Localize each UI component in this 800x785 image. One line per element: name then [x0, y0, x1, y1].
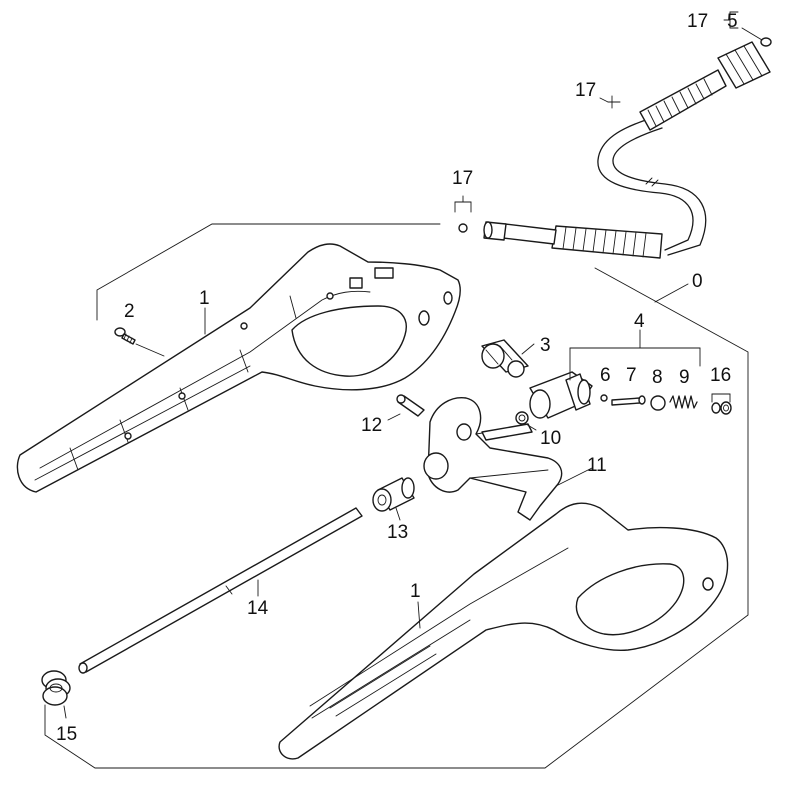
- screw: [114, 327, 136, 345]
- spring: [41, 670, 71, 706]
- o-ring: [515, 411, 529, 425]
- assembly-boundary: [44, 223, 749, 769]
- callout-1-lower: 1: [410, 581, 421, 602]
- callout-labels: 17 5 17 17 0 1 2 3 4 6 7 8 9 16 12 10 11…: [56, 11, 738, 745]
- callout-8: 8: [652, 367, 663, 388]
- callout-16: 16: [710, 365, 731, 386]
- callout-1-upper: 1: [199, 288, 210, 309]
- callout-9: 9: [679, 367, 690, 388]
- hose-assembly: [458, 37, 772, 259]
- callout-14: 14: [247, 598, 269, 619]
- callout-15: 15: [56, 724, 77, 745]
- trigger: [423, 397, 563, 521]
- callout-4: 4: [634, 311, 645, 332]
- callout-12: 12: [361, 415, 382, 436]
- callout-17-top: 17: [687, 11, 708, 32]
- callout-17-oring: 17: [452, 168, 473, 189]
- leader-lines: [63, 11, 763, 719]
- callout-6: 6: [600, 365, 611, 386]
- valve-assembly: [529, 371, 732, 419]
- pin: [396, 394, 425, 417]
- callout-13: 13: [387, 522, 408, 543]
- handle-left-half: [16, 243, 461, 493]
- callout-2: 2: [124, 301, 135, 322]
- callout-3: 3: [540, 335, 551, 356]
- handle-right-half: [278, 502, 729, 760]
- connector-nipple: [481, 339, 529, 378]
- sleeve: [372, 477, 415, 512]
- callout-17-hose: 17: [575, 80, 596, 101]
- callout-10: 10: [540, 428, 561, 449]
- callout-7: 7: [626, 365, 637, 386]
- push-rod: [78, 507, 363, 674]
- callout-5: 5: [727, 11, 738, 32]
- callout-11: 11: [587, 455, 607, 476]
- callout-0: 0: [692, 271, 703, 292]
